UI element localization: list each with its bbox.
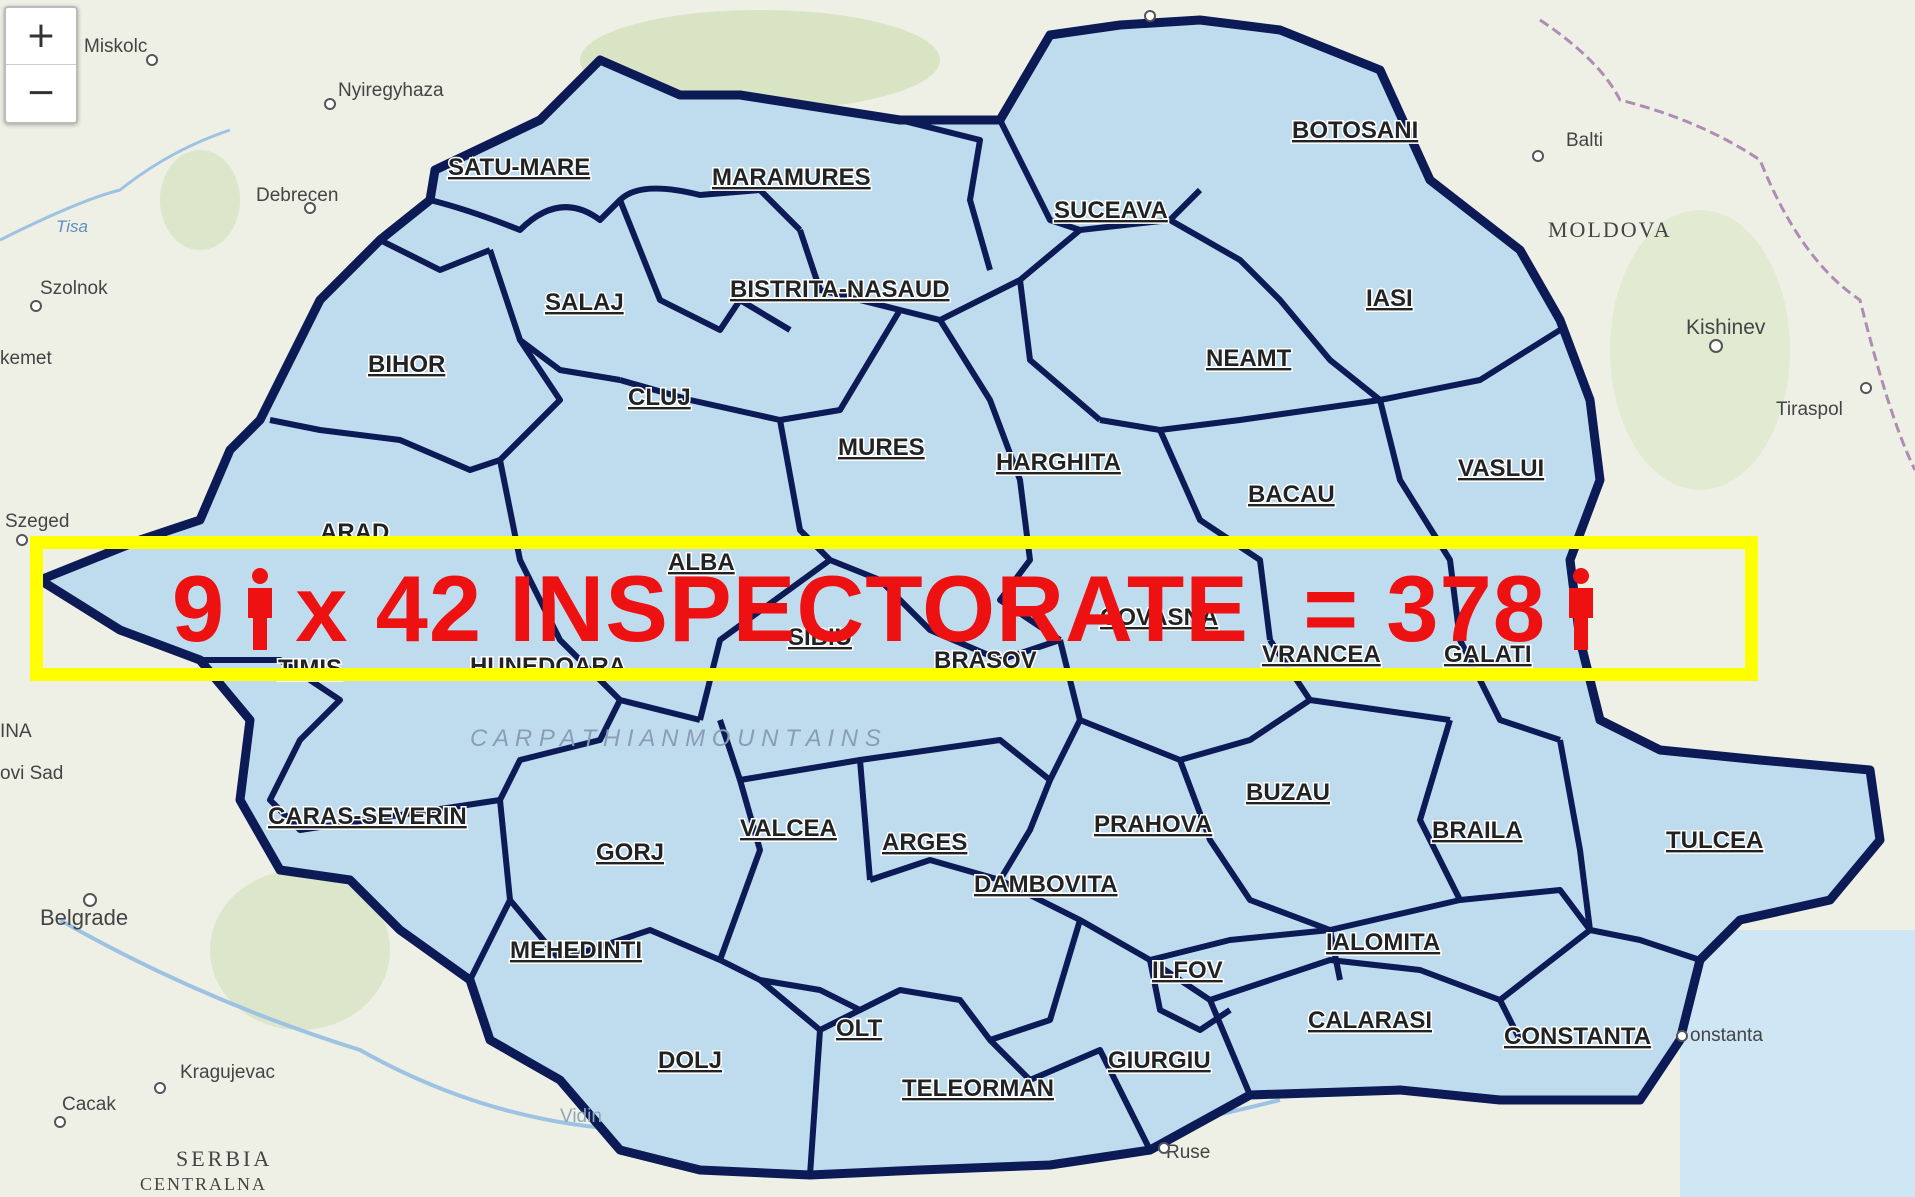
county-label-teleorman: TELEORMAN <box>902 1075 1054 1102</box>
county-label-maramures: MARAMURES <box>712 164 871 191</box>
place-ina: INA <box>0 721 32 742</box>
county-label-sibiu: SIBIU <box>788 624 852 651</box>
county-label-mures: MURES <box>838 434 925 461</box>
place-carpathian-mountains: C A R P A T H I A N M O U N T A I N S <box>470 725 881 752</box>
place-debrecen: Debrecen <box>256 185 338 206</box>
county-label-salaj: SALAJ <box>545 289 624 316</box>
moldova-border <box>1539 18 1915 471</box>
county-label-cluj: CLUJ <box>628 384 691 411</box>
place-nyiregyhaza: Nyiregyhaza <box>338 80 444 101</box>
county-label-bistrita-nasaud: BISTRITA-NASAUD <box>730 276 950 303</box>
county-label-giurgiu: GIURGIU <box>1108 1047 1211 1074</box>
county-label-covasna: COVASNA <box>1100 604 1218 631</box>
place-novi-sad: ovi Sad <box>0 763 63 784</box>
county-borders <box>200 33 1701 1176</box>
county-label-vrancea: VRANCEA <box>1262 641 1381 668</box>
place-moldova: MOLDOVA <box>1548 217 1672 242</box>
county-label-iasi: IASI <box>1366 285 1413 312</box>
black-sea <box>1680 930 1915 1197</box>
place-belgrade: Belgrade <box>40 905 128 930</box>
zoom-out-button[interactable]: − <box>25 72 57 113</box>
place-ruse: Ruse <box>1166 1142 1210 1163</box>
county-label-calarasi: CALARASI <box>1308 1007 1432 1034</box>
county-label-dolj: DOLJ <box>658 1047 722 1074</box>
county-label-bacau: BACAU <box>1248 481 1335 508</box>
county-label-ilfov: ILFOV <box>1152 957 1223 984</box>
county-label-neamt: NEAMT <box>1206 345 1292 372</box>
zoom-in-button[interactable]: + <box>6 8 76 65</box>
county-label-caras-severin: CARAS-SEVERIN <box>268 803 467 830</box>
county-label-buzau: BUZAU <box>1246 779 1330 806</box>
place-kecskemet: kemet <box>0 348 52 369</box>
place-szolnok: Szolnok <box>40 278 108 299</box>
county-label-brasov: BRASOV <box>934 647 1037 674</box>
county-label-arad: ARAD <box>320 519 389 546</box>
city-markers <box>16 10 1872 1154</box>
place-szeged: Szeged <box>5 511 69 532</box>
county-label-olt: OLT <box>836 1015 883 1042</box>
county-label-alba: ALBA <box>668 549 735 576</box>
place-serbia: SERBIA <box>176 1146 272 1171</box>
place-tisa: Tisa <box>56 217 88 236</box>
county-label-arges: ARGES <box>882 829 967 856</box>
county-label-braila: BRAILA <box>1432 817 1523 844</box>
place-constanta: onstanta <box>1690 1025 1763 1046</box>
county-label-hunedoara: HUNEDOARA <box>470 653 626 680</box>
county-label-prahova: PRAHOVA <box>1094 811 1212 838</box>
zoom-control: + − <box>4 6 78 124</box>
place-kishinev: Kishinev <box>1686 316 1766 339</box>
county-label-mehedinti: MEHEDINTI <box>510 937 642 964</box>
county-label-bihor: BIHOR <box>368 351 445 378</box>
county-label-suceava: SUCEAVA <box>1054 197 1168 224</box>
county-label-vaslui: VASLUI <box>1458 455 1544 482</box>
place-miskolc: Miskolc <box>84 36 147 57</box>
place-vidin: Vidin <box>560 1106 602 1127</box>
place-tiraspol: Tiraspol <box>1776 399 1843 420</box>
county-label-timis: TIMIS <box>278 655 342 682</box>
county-label-harghita: HARGHITA <box>996 449 1121 476</box>
county-label-galati: GALATI <box>1444 641 1532 668</box>
place-cacak: Cacak <box>62 1094 116 1115</box>
place-kragujevac: Kragujevac <box>180 1062 275 1083</box>
place-balti: Balti <box>1566 130 1603 151</box>
county-label-botosani: BOTOSANI <box>1292 117 1418 144</box>
county-label-valcea: VALCEA <box>740 815 837 842</box>
county-label-constanta: CONSTANTA <box>1504 1023 1651 1050</box>
county-label-satu-mare: SATU-MARE <box>448 154 590 181</box>
tisa-river <box>0 128 231 242</box>
county-label-gorj: GORJ <box>596 839 664 866</box>
county-label-ialomita: IALOMITA <box>1326 929 1440 956</box>
county-label-dambovita: DAMBOVITA <box>974 871 1118 898</box>
romania-outline <box>35 15 1885 1180</box>
place-centralna: CENTRALNA <box>140 1174 267 1194</box>
county-label-tulcea: TULCEA <box>1666 827 1763 854</box>
